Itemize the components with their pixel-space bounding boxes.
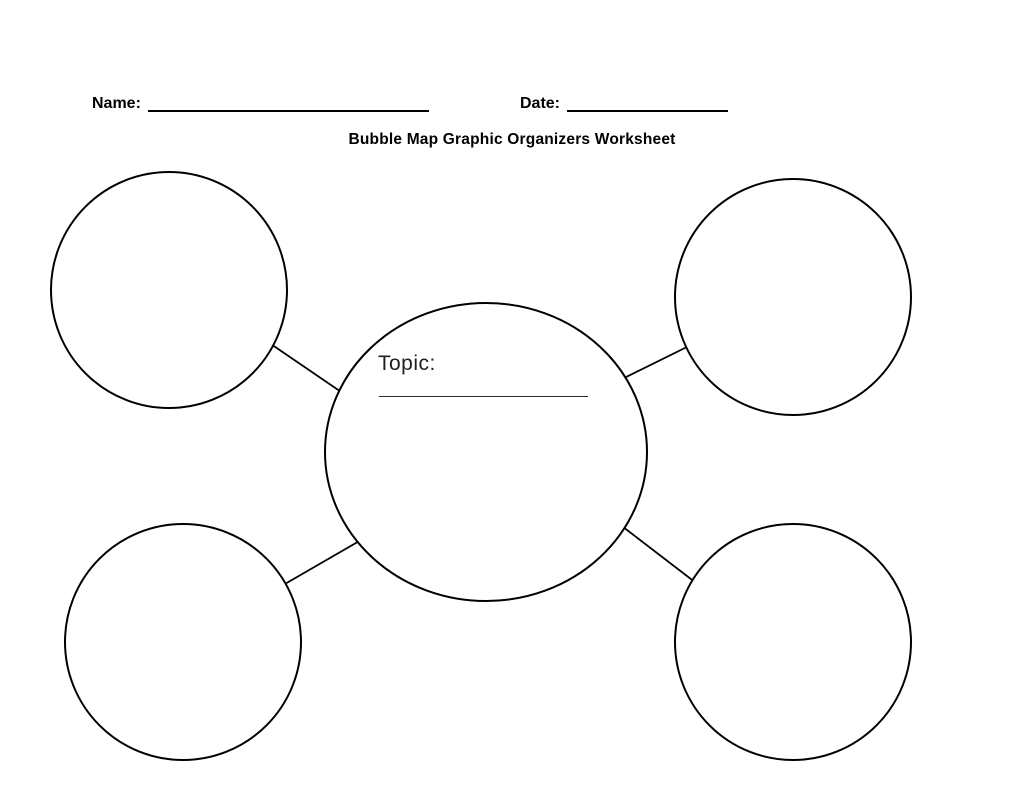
date-fill-line	[567, 110, 728, 112]
connector-bottom-right	[613, 519, 701, 587]
bubble-bottom-right	[674, 523, 912, 761]
bubble-center-topic	[324, 302, 648, 602]
name-label: Name:	[92, 95, 141, 112]
bubble-top-right	[674, 178, 912, 416]
bubble-bottom-left	[64, 523, 302, 761]
connector-top-left	[264, 339, 351, 399]
date-label: Date:	[520, 95, 561, 112]
topic-fill-line	[379, 396, 588, 397]
topic-label: Topic:	[378, 352, 436, 375]
connector-bottom-left	[277, 535, 369, 589]
bubble-top-left	[50, 171, 288, 409]
name-fill-line	[148, 110, 429, 112]
page-title: Bubble Map Graphic Organizers Worksheet	[348, 131, 676, 148]
